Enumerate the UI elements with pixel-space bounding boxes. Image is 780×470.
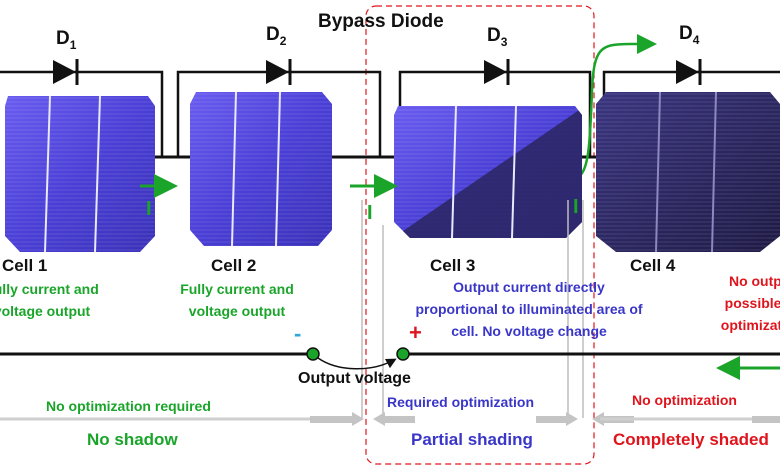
terminal-positive — [396, 347, 410, 361]
no-optimization-required-label: No optimization required — [46, 398, 211, 414]
zone-completely-shaded: Completely shaded — [613, 430, 769, 449]
zone-no-shadow: No shadow — [87, 430, 178, 449]
cell-2-name: Cell 2 — [211, 256, 257, 275]
cell-3-name: Cell 3 — [430, 256, 476, 275]
diode-symbol-d3 — [484, 59, 510, 85]
polarity-minus: - — [294, 321, 302, 346]
diagram-title: Bypass Diode — [318, 11, 444, 32]
cell-1-description: Fully current and voltage output — [0, 281, 99, 319]
output-voltage-arrow — [317, 357, 397, 370]
diode-label-d2: D2 — [266, 24, 287, 48]
diode-symbol-d1 — [53, 59, 79, 85]
cell-3-description: Output current directly proportional to … — [415, 279, 643, 339]
cell-4-description: No output possible or optimization — [720, 273, 780, 333]
solar-cell-3-partially-shaded — [394, 105, 582, 239]
solar-cell-1 — [5, 95, 155, 253]
cell-4-name: Cell 4 — [630, 256, 676, 275]
diode-label-d3: D3 — [487, 25, 508, 49]
zone-partial-shading: Partial shading — [411, 430, 533, 449]
no-optimization-label: No optimization — [632, 392, 737, 408]
solar-cell-4-shaded — [596, 91, 780, 253]
output-voltage-label: Output voltage — [298, 370, 411, 387]
diode-symbol-d2 — [266, 59, 292, 85]
cell-2-description: Fully current and voltage output — [180, 281, 294, 319]
output-bus — [0, 347, 780, 370]
current-label-3: I — [573, 196, 579, 218]
diode-label-d4: D4 — [679, 23, 700, 47]
cell-1-name: Cell 1 — [2, 256, 48, 275]
bypass-current-arrow — [576, 34, 657, 180]
required-optimization-label: Required optimization — [387, 394, 534, 410]
current-arrows — [140, 174, 780, 380]
current-label-1: I — [146, 198, 152, 220]
diode-symbol-d4 — [676, 59, 702, 85]
polarity-plus: + — [409, 320, 422, 345]
zone-arrows — [0, 412, 780, 426]
diode-label-d1: D1 — [56, 28, 77, 52]
optimization-boundary — [365, 5, 595, 465]
terminal-negative — [306, 347, 320, 361]
solar-cell-2 — [190, 91, 332, 247]
reference-lines — [361, 200, 584, 418]
current-label-2: I — [367, 202, 373, 224]
